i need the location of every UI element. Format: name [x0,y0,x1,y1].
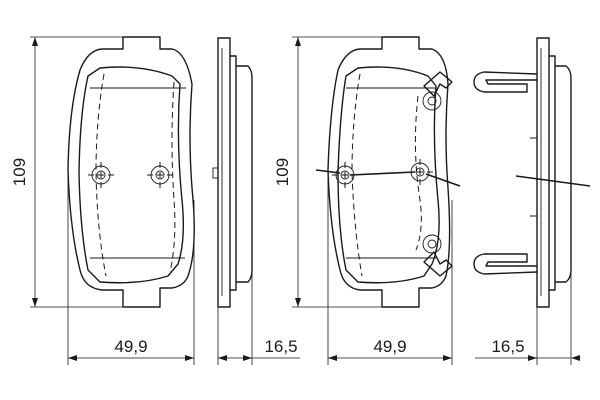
right-pad-pin-bottom [422,234,442,254]
right-side-lower-spring-clip [473,253,538,275]
dimension-label-thickness-right: 16,5 [491,337,524,356]
right-pad-upper-clip [423,71,453,97]
left-pad-pin-left [88,162,114,188]
right-pad-front-view [315,36,461,308]
dimension-label-width-left: 49,9 [114,337,147,356]
dimension-thickness-left: 16,5 [217,270,300,365]
left-pad-side-view [212,37,253,308]
dimension-label-height-left: 109 [10,158,29,186]
dimension-label-width-right: 49,9 [373,337,406,356]
right-pad-side-view [473,37,591,308]
right-pad-lower-clip [423,251,453,277]
left-pad-front-view [67,36,195,308]
left-pad-friction-material [78,66,185,284]
right-pad-backing-plate [327,36,451,308]
dimension-thickness-right: 16,5 [475,270,580,365]
right-side-wear-sensor-wire [515,175,591,187]
left-pad-pin-right [147,162,173,188]
left-pad-backing-plate [67,36,195,308]
right-pad-wear-sensor-wire [315,169,461,187]
dimension-width-right: 49,9 [327,175,453,365]
right-pad-pin-top [422,91,442,111]
right-side-upper-spring-clip [473,71,538,93]
dimension-height-left: 109 [10,36,123,308]
dimension-label-thickness-left: 16,5 [264,337,297,356]
dimension-label-height-right: 109 [273,158,292,186]
right-pad-friction-material [337,66,440,284]
dimension-height-right: 109 [273,36,382,308]
dimension-width-left: 49,9 [67,175,195,365]
